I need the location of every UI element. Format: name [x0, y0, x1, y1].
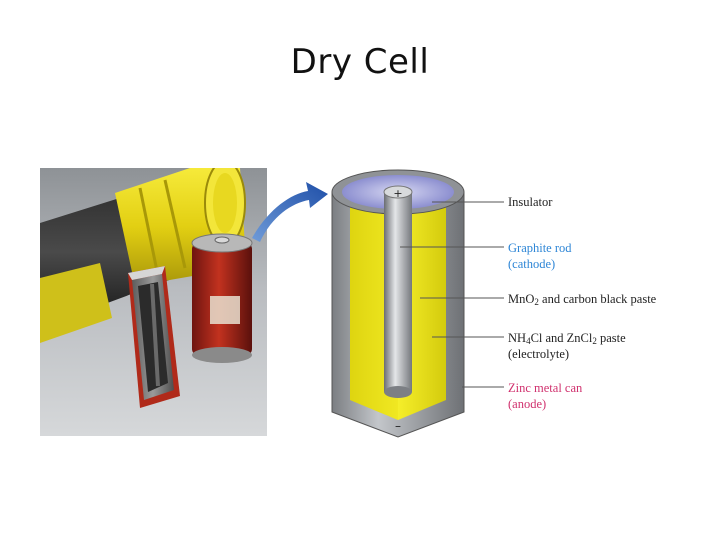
graphite-rod-label-line2: (cathode): [508, 256, 572, 272]
intact-battery: [192, 234, 252, 363]
electrolyte-paste-word: paste: [597, 331, 626, 345]
insulator-label: Insulator: [508, 194, 552, 210]
minus-terminal-icon: –: [395, 419, 401, 433]
slide-title: Dry Cell: [0, 42, 720, 82]
graphite-rod-label-line1: Graphite rod: [508, 240, 572, 256]
mno2-suffix: and carbon black paste: [539, 292, 656, 306]
plus-terminal-icon: +: [393, 187, 402, 200]
electrolyte-label: NH4Cl and ZnCl2 paste (electrolyte): [508, 330, 626, 362]
photo-illustration: [40, 168, 267, 436]
electrolyte-nh: NH: [508, 331, 526, 345]
dry-cell-cutaway-diagram: + – Insulator Graphite rod (cathode) MnO…: [250, 150, 720, 440]
electrolyte-label-line2: (electrolyte): [508, 346, 626, 362]
electrolyte-label-line1: NH4Cl and ZnCl2 paste: [508, 330, 626, 346]
electrolyte-cl-zncl: Cl and ZnCl: [531, 331, 593, 345]
zinc-can-label: Zinc metal can (anode): [508, 380, 582, 412]
zinc-can-label-line2: (anode): [508, 396, 582, 412]
flashlight-battery-photo: [40, 168, 267, 436]
graphite-rod-label: Graphite rod (cathode): [508, 240, 572, 272]
mno2-prefix: MnO: [508, 292, 534, 306]
mno2-paste-label: MnO2 and carbon black paste: [508, 291, 656, 307]
graphite-rod: [384, 186, 412, 398]
zinc-can-label-line1: Zinc metal can: [508, 380, 582, 396]
arrow-icon: [252, 182, 328, 242]
